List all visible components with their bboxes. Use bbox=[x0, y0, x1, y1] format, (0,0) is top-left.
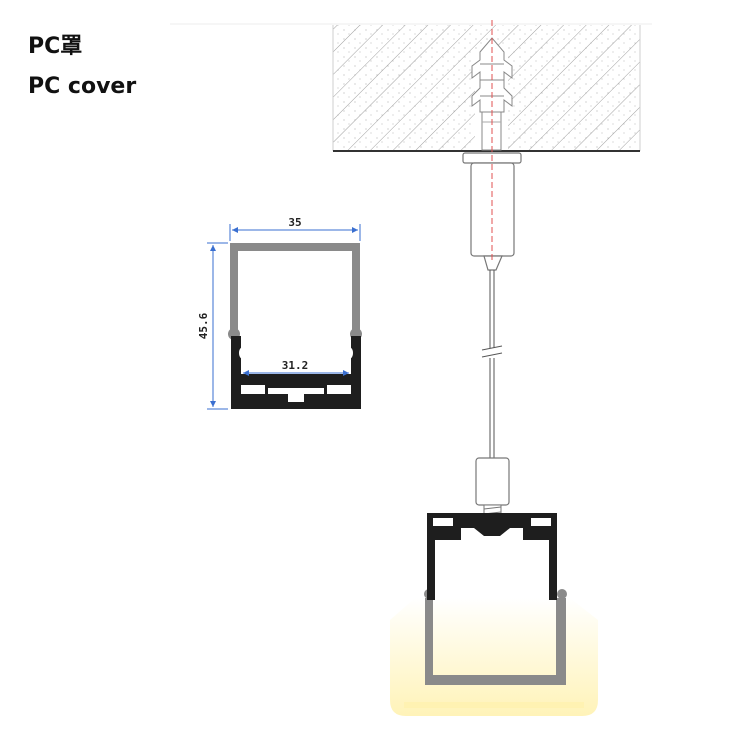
dimension-label-width-inner: 31.2 bbox=[282, 359, 309, 372]
dimension-label-width-outer: 35 bbox=[288, 216, 301, 229]
dimension-label-height-outer: 45.6 bbox=[197, 312, 210, 339]
cross-section-profile bbox=[228, 243, 362, 409]
dimension-width-outer bbox=[229, 224, 361, 241]
mounted-profile bbox=[424, 513, 567, 685]
light-glow bbox=[390, 598, 598, 716]
title-pc-cover-chinese: PC罩 bbox=[28, 34, 83, 59]
suspension-wire bbox=[481, 270, 503, 458]
title-pc-cover-english: PC cover bbox=[28, 74, 137, 99]
dimension-height-outer bbox=[207, 242, 228, 410]
